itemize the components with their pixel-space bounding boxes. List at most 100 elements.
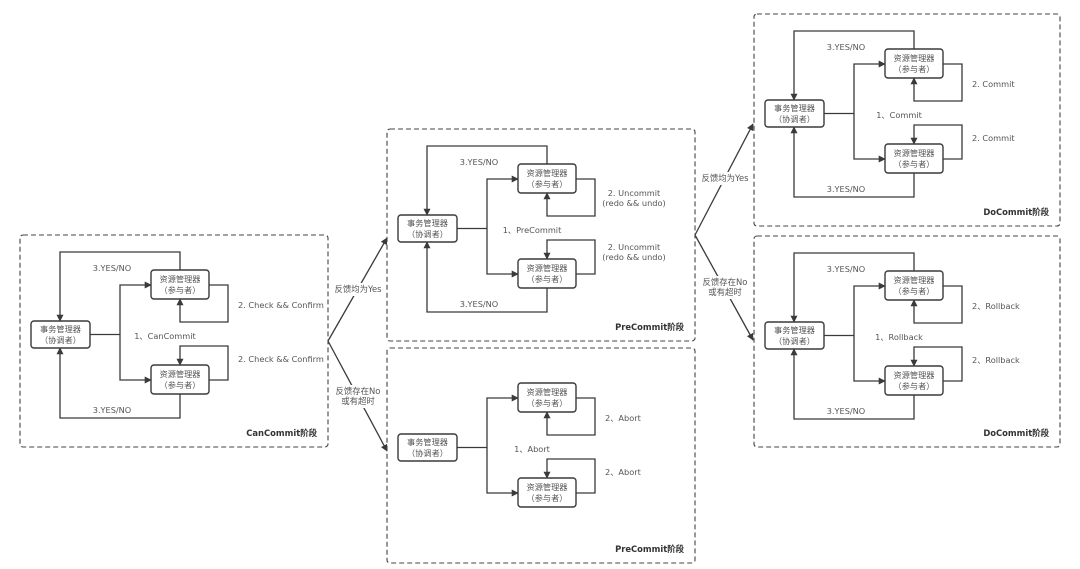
phase-label: PreCommit阶段 (615, 544, 685, 554)
participant-node-top-role: （参与者） (894, 286, 935, 296)
coordinator-node-box (764, 99, 825, 128)
transition-label: 或有超时 (708, 287, 742, 297)
coordinator-node-box (397, 214, 458, 243)
participant-node-top-title: 资源管理器 (160, 274, 201, 284)
feedback-top-label: 3.YES/NO (460, 157, 499, 167)
feedback-top-arrow (790, 252, 915, 323)
transition-label: 反馈均为Yes (334, 284, 381, 294)
step2-label: 2. Check && Confirm (238, 354, 324, 364)
self-loop-bottom-arrow (910, 124, 963, 160)
coordinator-node[interactable]: 事务管理器（协调者） (397, 214, 458, 243)
participant-node-bottom-role: （参与者） (527, 274, 568, 284)
request-bottom-arrow (119, 334, 152, 384)
step2-label: 2、Rollback (972, 355, 1020, 365)
participant-node-top[interactable]: 资源管理器（参与者） (884, 48, 944, 79)
participant-node-bottom[interactable]: 资源管理器（参与者） (884, 365, 944, 396)
coordinator-node-role: （协调者） (40, 335, 81, 345)
participant-node-top[interactable]: 资源管理器（参与者） (517, 163, 577, 194)
step2-label: 2. Check && Confirm (238, 300, 324, 310)
participant-node-bottom[interactable]: 资源管理器（参与者） (150, 364, 210, 395)
transition-label-bg (333, 385, 383, 408)
request-top-arrow (853, 282, 886, 336)
coordinator-node-role: （协调者） (774, 114, 815, 124)
step2-label: 2. Commit (972, 133, 1015, 143)
participant-node-bottom-role: （参与者） (894, 381, 935, 391)
self-loop-top-arrow (910, 63, 963, 102)
request-bottom-arrow (486, 447, 519, 497)
participant-node-top-box (884, 270, 944, 301)
participant-node-bottom-title: 资源管理器 (527, 482, 568, 492)
participant-node-top-box (884, 48, 944, 79)
self-loop-bottom-arrow (543, 458, 596, 494)
self-loop-top-arrow (176, 284, 229, 323)
phase-label: DoCommit阶段 (983, 207, 1049, 217)
coordinator-node[interactable]: 事务管理器（协调者） (30, 320, 91, 349)
request-bottom-arrow (853, 335, 886, 385)
participant-node-top-box (150, 269, 210, 300)
participant-node-top-role: （参与者） (527, 398, 568, 408)
feedback-top-arrow (423, 145, 548, 216)
participant-node-bottom-role: （参与者） (160, 380, 201, 390)
participant-node-top-role: （参与者） (160, 285, 201, 295)
step1-label: 1、Commit (876, 110, 922, 120)
request-bottom-arrow (853, 113, 886, 163)
participant-node-top-role: （参与者） (527, 179, 568, 189)
feedback-top-label: 3.YES/NO (827, 264, 866, 274)
participant-node-top[interactable]: 资源管理器（参与者） (517, 382, 577, 413)
participant-node-top-title: 资源管理器 (527, 387, 568, 397)
coordinator-node[interactable]: 事务管理器（协调者） (764, 321, 825, 350)
transition-label-bg (700, 276, 750, 299)
transition-precommit-yes-to-docommit-commit: 反馈均为Yes (694, 123, 754, 236)
feedback-top-arrow (56, 251, 181, 322)
request-top-arrow (486, 175, 519, 229)
participant-node-bottom-title: 资源管理器 (527, 263, 568, 273)
coordinator-node-box (764, 321, 825, 350)
step2-label: 2、Rollback (972, 301, 1020, 311)
panel-border (753, 235, 1061, 448)
coordinator-node-title: 事务管理器 (774, 103, 815, 113)
participant-node-bottom-box (517, 477, 577, 508)
phase-label: CanCommit阶段 (246, 428, 317, 438)
self-loop-bottom-arrow (543, 239, 596, 275)
feedback-top-label: 3.YES/NO (93, 263, 132, 273)
feedback-bottom-arrow (790, 348, 915, 420)
step1-label: 1、PreCommit (503, 225, 562, 235)
participant-node-top[interactable]: 资源管理器（参与者） (150, 269, 210, 300)
transition-label: 或有超时 (341, 396, 375, 406)
panel-border (753, 13, 1061, 227)
self-loop-top-arrow (543, 397, 596, 436)
participant-node-bottom-box (517, 258, 577, 289)
participant-node-bottom-title: 资源管理器 (894, 148, 935, 158)
feedback-bottom-arrow (423, 241, 548, 313)
coordinator-node[interactable]: 事务管理器（协调者） (764, 99, 825, 128)
step2-label: (redo && undo) (602, 198, 665, 208)
participant-node-bottom[interactable]: 资源管理器（参与者） (517, 258, 577, 289)
feedback-bottom-label: 3.YES/NO (460, 299, 499, 309)
coordinator-node-title: 事务管理器 (774, 325, 815, 335)
participant-node-top-title: 资源管理器 (527, 168, 568, 178)
phase-label: PreCommit阶段 (615, 322, 685, 332)
panel-docommit-rollback: 3.YES/NO3.YES/NO1、Rollback2、Rollback2、Ro… (753, 235, 1061, 448)
participant-node-top[interactable]: 资源管理器（参与者） (884, 270, 944, 301)
coordinator-node-role: （协调者） (407, 448, 448, 458)
participant-node-top-title: 资源管理器 (894, 53, 935, 63)
step1-label: 1、CanCommit (134, 331, 196, 341)
coordinator-node[interactable]: 事务管理器（协调者） (397, 433, 458, 462)
participant-node-bottom[interactable]: 资源管理器（参与者） (884, 143, 944, 174)
participant-node-bottom[interactable]: 资源管理器（参与者） (517, 477, 577, 508)
participant-node-bottom-role: （参与者） (527, 493, 568, 503)
step2-label: (redo && undo) (602, 252, 665, 262)
coordinator-node-role: （协调者） (774, 336, 815, 346)
participant-node-bottom-title: 资源管理器 (894, 370, 935, 380)
transition-label: 反馈存在No (336, 386, 381, 396)
feedback-bottom-label: 3.YES/NO (93, 405, 132, 415)
coordinator-node-title: 事务管理器 (40, 324, 81, 334)
step2-label: 2. Commit (972, 79, 1015, 89)
feedback-bottom-label: 3.YES/NO (827, 406, 866, 416)
step2-label: 2. Uncommit (608, 188, 661, 198)
coordinator-node-box (30, 320, 91, 349)
